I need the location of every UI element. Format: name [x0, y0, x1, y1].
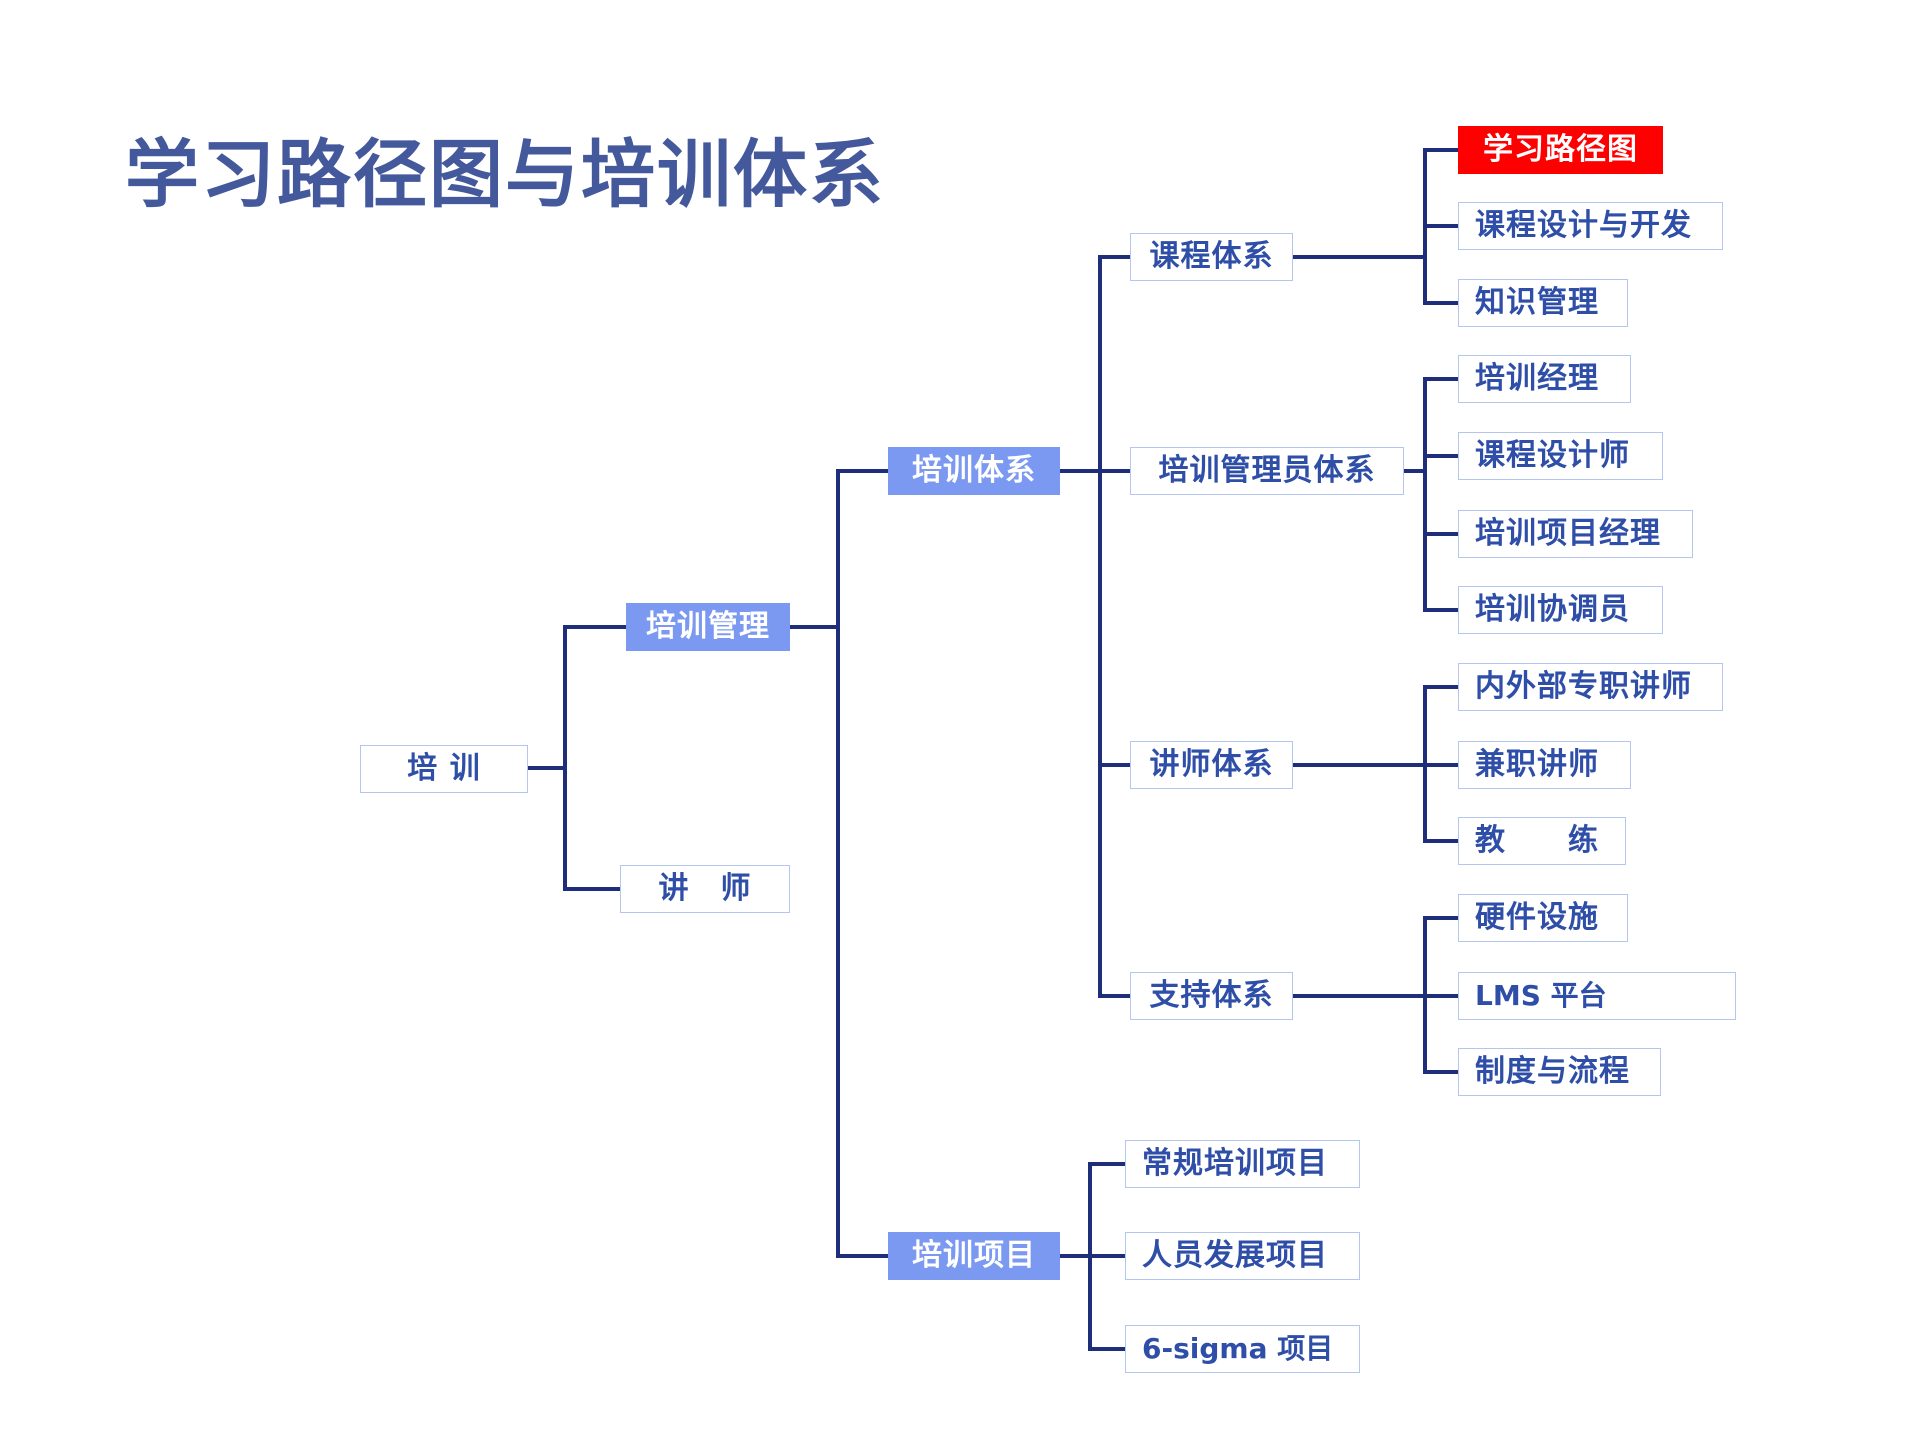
node-label: 培训项目: [912, 1238, 1036, 1273]
node-label: 人员发展项目: [1142, 1238, 1328, 1273]
node-root-training[interactable]: 培 训: [360, 745, 528, 793]
node-label: 制度与流程: [1475, 1054, 1630, 1089]
node-label: 培训协调员: [1475, 592, 1630, 627]
node-support-system[interactable]: 支持体系: [1130, 972, 1293, 1020]
node-label: 常规培训项目: [1142, 1146, 1328, 1181]
node-label: 讲 师: [658, 871, 752, 906]
node-people-development-program[interactable]: 人员发展项目: [1125, 1232, 1360, 1280]
node-label: 培训经理: [1475, 361, 1599, 396]
node-admin-system[interactable]: 培训管理员体系: [1130, 447, 1404, 495]
node-policy-process[interactable]: 制度与流程: [1458, 1048, 1661, 1096]
node-label: 培训体系: [912, 453, 1036, 488]
node-label: 培 训: [407, 751, 481, 786]
node-training-system[interactable]: 培训体系: [888, 447, 1060, 495]
node-coach[interactable]: 教 练: [1458, 817, 1626, 865]
node-label: LMS 平台: [1475, 979, 1607, 1012]
node-label: 硬件设施: [1475, 900, 1599, 935]
node-label: 内外部专职讲师: [1475, 669, 1692, 704]
node-knowledge-management[interactable]: 知识管理: [1458, 279, 1628, 327]
node-label: 课程设计与开发: [1475, 208, 1692, 243]
node-learning-roadmap-highlight[interactable]: 学习路径图: [1458, 126, 1663, 174]
node-regular-training-program[interactable]: 常规培训项目: [1125, 1140, 1360, 1188]
node-label: 6-sigma 项目: [1142, 1332, 1334, 1365]
node-trainer-system[interactable]: 讲师体系: [1130, 741, 1293, 789]
node-label: 课程设计师: [1475, 438, 1630, 473]
node-training-manager[interactable]: 培训经理: [1458, 355, 1631, 403]
node-training-management[interactable]: 培训管理: [626, 603, 790, 651]
node-training-coordinator[interactable]: 培训协调员: [1458, 586, 1663, 634]
node-label: 教 练: [1475, 823, 1599, 858]
node-internal-external-fulltime-trainer[interactable]: 内外部专职讲师: [1458, 663, 1723, 711]
page-title: 学习路径图与培训体系: [125, 132, 885, 218]
node-label: 讲师体系: [1149, 747, 1274, 782]
node-course-design-development[interactable]: 课程设计与开发: [1458, 202, 1723, 250]
node-hardware-facilities[interactable]: 硬件设施: [1458, 894, 1628, 942]
node-label: 培训项目经理: [1475, 516, 1661, 551]
node-trainer[interactable]: 讲 师: [620, 865, 790, 913]
node-parttime-trainer[interactable]: 兼职讲师: [1458, 741, 1631, 789]
node-course-system[interactable]: 课程体系: [1130, 233, 1293, 281]
node-label: 支持体系: [1149, 978, 1274, 1013]
node-label: 培训管理员体系: [1158, 453, 1376, 488]
node-training-program[interactable]: 培训项目: [888, 1232, 1060, 1280]
node-label: 培训管理: [646, 609, 770, 644]
node-lms-platform[interactable]: LMS 平台: [1458, 972, 1736, 1020]
node-label: 学习路径图: [1483, 132, 1638, 167]
node-six-sigma-program[interactable]: 6-sigma 项目: [1125, 1325, 1360, 1373]
node-label: 兼职讲师: [1475, 747, 1599, 782]
node-training-project-manager[interactable]: 培训项目经理: [1458, 510, 1693, 558]
node-label: 知识管理: [1475, 285, 1599, 320]
node-label: 课程体系: [1149, 239, 1274, 274]
node-course-designer[interactable]: 课程设计师: [1458, 432, 1663, 480]
